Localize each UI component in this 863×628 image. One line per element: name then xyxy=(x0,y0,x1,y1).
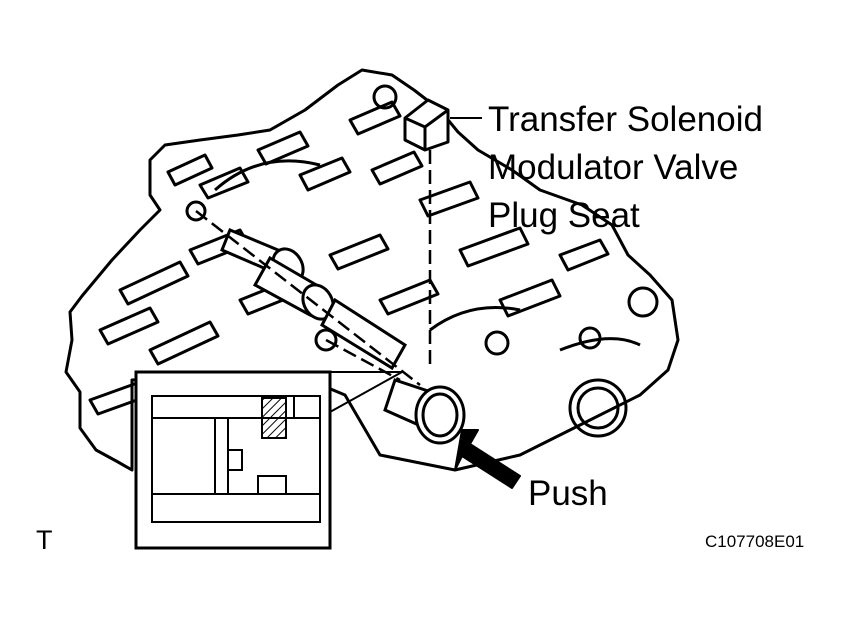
plug-seat-hatched xyxy=(261,397,287,439)
detail-inset xyxy=(134,370,332,550)
valve-body-outline xyxy=(64,68,680,472)
callout-plug-seat: Plug Seat xyxy=(488,196,640,235)
modulator-valve-spool xyxy=(220,228,466,445)
push-arrow xyxy=(454,429,521,489)
inset-connector xyxy=(329,371,403,413)
bolt-holes xyxy=(185,84,659,438)
figure-code: C107708E01 xyxy=(705,532,805,551)
callout-transfer-solenoid: Transfer Solenoid xyxy=(488,100,763,139)
valve-body-channels xyxy=(88,100,641,416)
callout-modulator-valve: Modulator Valve xyxy=(488,148,739,187)
push-label: Push xyxy=(528,474,608,513)
corner-mark: T xyxy=(36,525,53,555)
plug-seat-part xyxy=(403,98,450,152)
alignment-dashes xyxy=(195,150,432,386)
